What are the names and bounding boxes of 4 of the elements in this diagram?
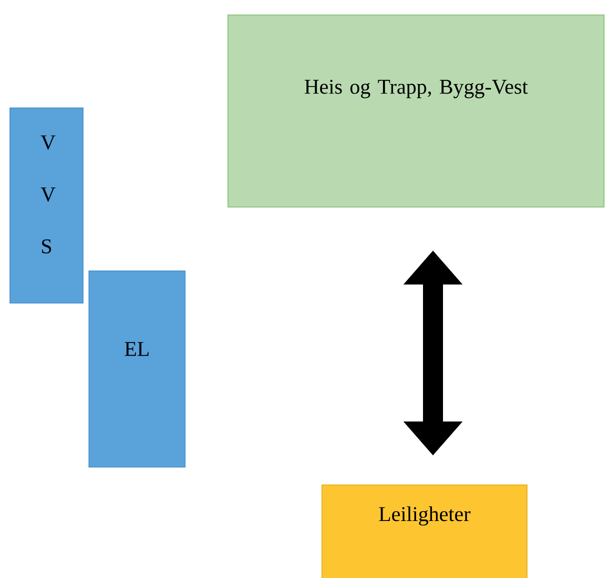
- process-box: Leiligheter: [322, 484, 528, 578]
- process-box: Heis og Trapp, Bygg-Vest: [228, 14, 604, 208]
- process-box: EL: [88, 270, 186, 468]
- process-box: V V S: [10, 108, 84, 304]
